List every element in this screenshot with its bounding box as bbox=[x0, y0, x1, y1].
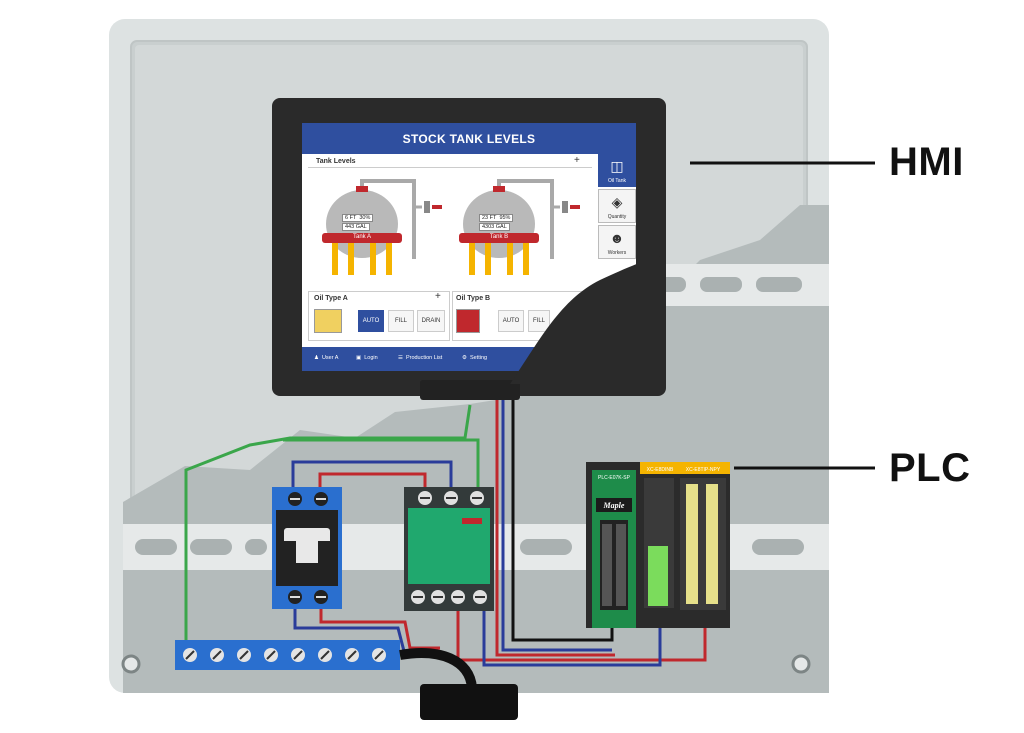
plc-cpu-model: PLC-E07K-SP bbox=[598, 475, 631, 481]
oil-type-a-panel bbox=[308, 291, 450, 341]
din-rail-upper bbox=[640, 264, 829, 306]
hmi-callout-label: HMI bbox=[889, 140, 964, 184]
oil-b-auto-button[interactable]: AUTO bbox=[498, 310, 524, 332]
tank-b-name: Tank B bbox=[489, 234, 509, 240]
cable-gland bbox=[420, 684, 518, 720]
hmi-screen: STOCK TANK LEVELS Tank Levels + 6 FT 30% bbox=[302, 123, 636, 371]
terminal-screw-slot bbox=[212, 650, 222, 660]
hmi-connector bbox=[420, 380, 520, 400]
oil-type-b-label: Oil Type B bbox=[456, 295, 491, 302]
plc-input-module: XC-E8DINB bbox=[647, 467, 674, 473]
nav-quantity[interactable]: ◈ Quantity bbox=[598, 189, 636, 223]
gear-icon: ⚙ bbox=[462, 355, 467, 361]
footer-setting[interactable]: ⚙Setting bbox=[462, 355, 488, 361]
circuit-breaker bbox=[272, 487, 342, 609]
mount-hole bbox=[791, 654, 811, 674]
plc-output-module: XC-E8TIP-NPY bbox=[686, 467, 721, 473]
tank-a-volume: 443 GAL bbox=[342, 223, 370, 231]
plc-callout-label: PLC bbox=[889, 446, 971, 490]
footer-login[interactable]: ▣Login bbox=[356, 355, 378, 361]
tank-levels-label: Tank Levels bbox=[316, 158, 356, 165]
user-icon: ♟ bbox=[314, 355, 319, 361]
terminal-screw-slot bbox=[374, 650, 384, 660]
oil-tank-icon: ◫ bbox=[610, 158, 624, 174]
oil-a-auto-button[interactable]: AUTO bbox=[358, 310, 384, 332]
oil-type-a-label: Oil Type A bbox=[314, 295, 348, 302]
oil-a-fill-button[interactable]: FILL bbox=[388, 310, 414, 332]
tank-a-name: Tank A bbox=[352, 234, 371, 240]
mount-hole bbox=[121, 654, 141, 674]
oil-b-fill-button[interactable]: FILL bbox=[528, 310, 550, 332]
quantity-icon: ◈ bbox=[611, 194, 623, 210]
tank-b-graphic bbox=[459, 179, 580, 275]
plc-brand: Maple bbox=[603, 501, 625, 510]
terminal-screw-slot bbox=[320, 650, 330, 660]
plc-unit bbox=[586, 462, 730, 628]
workers-icon: ☻ bbox=[609, 230, 625, 246]
tank-b-volume: 4303 GAL bbox=[479, 223, 510, 231]
add-icon[interactable]: + bbox=[435, 291, 441, 302]
divider bbox=[308, 167, 592, 168]
cable bbox=[399, 648, 477, 689]
oil-a-swatch bbox=[314, 309, 342, 333]
hmi-title: STOCK TANK LEVELS bbox=[302, 123, 636, 154]
tank-a-graphic bbox=[322, 179, 442, 275]
terminal-screw-slot bbox=[293, 650, 303, 660]
terminal-screw-slot bbox=[266, 650, 276, 660]
hmi-footer: ♟User A ▣Login ☰Production List ⚙Setting bbox=[302, 347, 636, 371]
oil-b-swatch bbox=[456, 309, 480, 333]
add-icon[interactable]: + bbox=[574, 155, 580, 166]
lock-icon: ▣ bbox=[356, 355, 362, 361]
footer-user[interactable]: ♟User A bbox=[314, 355, 339, 361]
list-icon: ☰ bbox=[398, 355, 403, 361]
terminal-screw-slot bbox=[185, 650, 195, 660]
terminal-block bbox=[175, 640, 400, 670]
contactor bbox=[404, 487, 494, 611]
oil-a-drain-button[interactable]: DRAIN bbox=[417, 310, 445, 332]
nav-workers[interactable]: ☻ Workers bbox=[598, 225, 636, 259]
tank-b-level: 23 FT 95% bbox=[479, 214, 514, 222]
nav-oil-tank[interactable]: ◫ Oil Tank bbox=[598, 153, 636, 187]
tank-a-level: 6 FT 30% bbox=[342, 214, 374, 222]
terminal-screw-slot bbox=[347, 650, 357, 660]
footer-production-list[interactable]: ☰Production List bbox=[398, 355, 443, 361]
terminal-screw-slot bbox=[239, 650, 249, 660]
